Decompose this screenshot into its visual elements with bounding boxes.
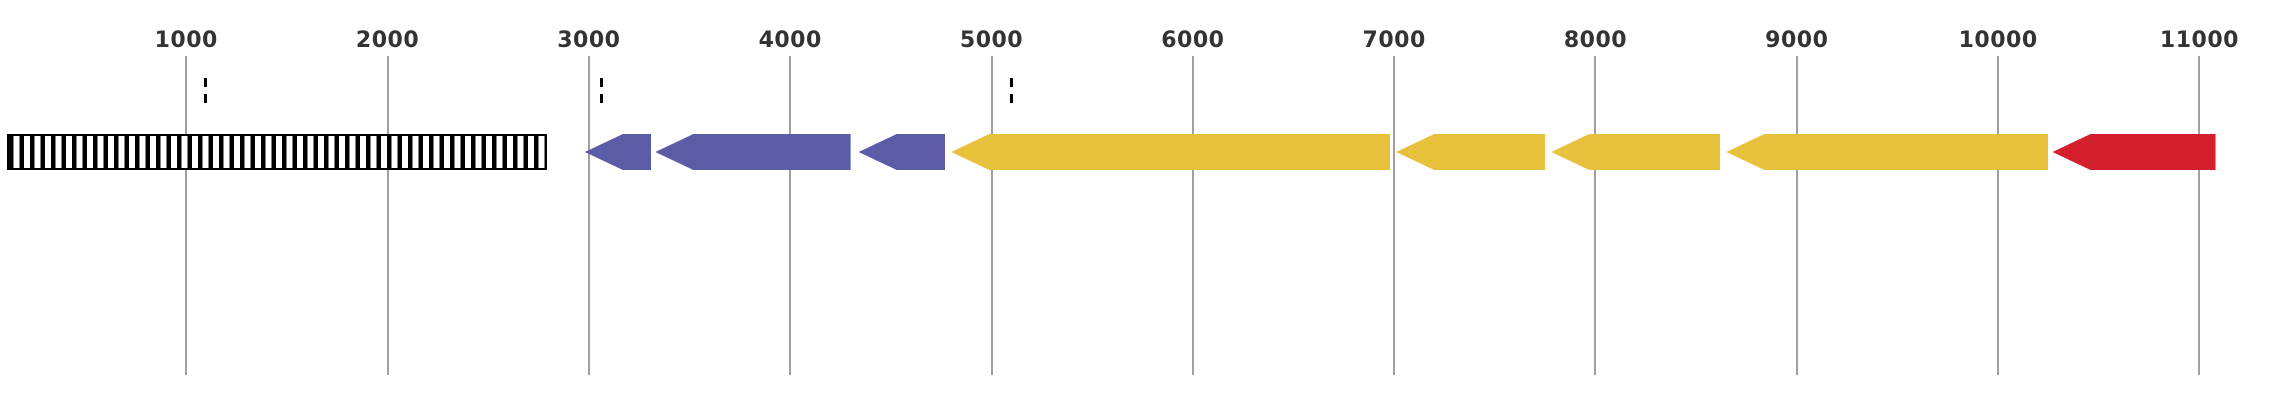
gene-arrow	[858, 134, 946, 170]
gene-arrow	[1551, 134, 1721, 170]
gridline	[1795, 56, 1798, 375]
gene-arrow	[2052, 134, 2216, 170]
axis-tick-label: 9000	[1765, 28, 1829, 53]
break-mark	[1009, 78, 1013, 108]
axis-tick-label: 10000	[1958, 28, 2038, 53]
axis-tick-label: 2000	[355, 28, 420, 53]
axis-tick-label: 4000	[758, 28, 822, 53]
gene-arrow	[584, 134, 652, 170]
gene-arrow	[655, 134, 851, 170]
gridline	[1191, 56, 1194, 375]
axis-tick-label: 6000	[1161, 28, 1225, 53]
gene-arrow	[1726, 134, 2049, 170]
axis-tick-label: 8000	[1563, 28, 1628, 53]
axis-tick-label: 11000	[2159, 28, 2239, 53]
gridline	[185, 56, 188, 375]
gridline	[1594, 56, 1597, 375]
gridline	[990, 56, 993, 375]
gridline	[386, 56, 389, 375]
break-mark	[204, 78, 208, 108]
gene-arrow	[1396, 134, 1546, 170]
axis-tick-label: 7000	[1362, 28, 1426, 53]
gridline	[2198, 56, 2201, 375]
gridline	[1393, 56, 1396, 375]
break-mark	[599, 78, 603, 108]
gridline	[789, 56, 792, 375]
gene-arrow	[951, 134, 1391, 170]
axis-tick-label: 1000	[154, 28, 218, 53]
hatched-region	[7, 134, 547, 170]
gridline	[1997, 56, 2000, 375]
gridline	[587, 56, 590, 375]
axis-tick-label: 5000	[959, 28, 1024, 53]
axis-tick-label: 3000	[557, 28, 621, 53]
